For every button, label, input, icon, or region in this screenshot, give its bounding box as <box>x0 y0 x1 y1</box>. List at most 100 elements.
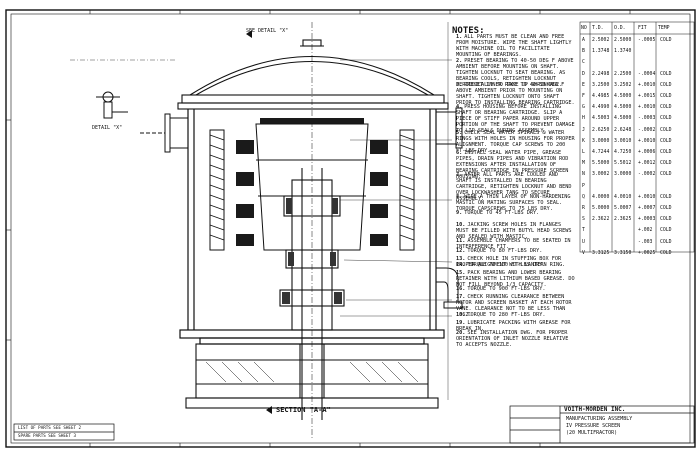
fit-table-grid <box>579 21 695 253</box>
fit-cell-id: P <box>582 183 585 189</box>
fit-cell-td: 2.3622 <box>592 217 610 223</box>
title-line-3: (20 MULTIFRACTOR) <box>566 430 618 436</box>
fit-cell-fit: +.0010 <box>638 194 656 200</box>
note-number: 5. <box>456 130 463 136</box>
fit-cell-fit: +.0015 <box>638 94 656 99</box>
fit-cell-fit: +.0010 <box>638 138 656 144</box>
note-text: WIPE A THIN LAYER OF NON-HARDENING MASTI… <box>456 194 571 213</box>
note-number: 2. <box>456 58 463 64</box>
fit-cell-od: 2.5000 <box>614 38 632 43</box>
bearing-hatch <box>282 198 342 304</box>
fit-cell-od: 4.0010 <box>614 194 632 200</box>
fit-cell-fit: +.0003 <box>638 217 656 223</box>
note-item: 2.PRESET BEARING TO 40-50 DEG F ABOVE AM… <box>456 58 576 88</box>
fit-table-header-fit: FIT <box>638 26 647 31</box>
parts-list-note: LIST OF PARTS SEE SHEET 2 <box>18 425 82 430</box>
fit-cell-id: L <box>582 150 585 155</box>
fit-cell-fit: -.0004 <box>638 71 656 77</box>
note-number: 19. <box>456 320 466 326</box>
fit-cell-od: 3.2502 <box>614 82 632 88</box>
fit-cell-td: 3.3125 <box>592 250 610 256</box>
fit-table-header-temp: TEMP <box>658 26 670 31</box>
fit-cell-od: 5.0007 <box>614 206 632 211</box>
fit-cell-od: 4.5000 <box>614 116 632 122</box>
fit-cell-od: 4.5000 <box>614 94 632 99</box>
fit-cell-temp: COLD <box>660 194 672 200</box>
fit-cell-temp: COLD <box>660 206 672 211</box>
note-item: 16.TORQUE TO 900 FT-LBS DRY. <box>456 286 576 292</box>
fit-cell-id: H <box>582 116 585 122</box>
note-item: 11.ASSEMBLE CHAMFERS TO BE SEATED IN INT… <box>456 238 576 250</box>
note-item: 18.TORQUE TO 280 FT-LBS DRY. <box>456 312 576 318</box>
fit-cell-od: 4.5000 <box>614 105 632 111</box>
note-number: 6. <box>456 150 463 156</box>
fit-cell-td: 2.5002 <box>592 38 610 43</box>
fit-table-header-td: T.D. <box>592 26 604 31</box>
detail-x-valve <box>70 59 175 119</box>
fit-cell-temp: COLD <box>660 38 672 43</box>
fit-cell-fit: -.0002 <box>638 172 656 178</box>
note-item: 10.JACKING SCREW HOLES IN FLANGES MUST B… <box>456 222 576 240</box>
note-text: CHECK RUNNING CLEARANCE BETWEEN ROTOR AN… <box>456 294 572 319</box>
note-item: 1.ALL PARTS MUST BE CLEAN AND FREE FROM … <box>456 34 576 58</box>
base-stand <box>185 343 439 409</box>
fit-cell-temp: COLD <box>660 127 672 133</box>
fit-cell-td: 1.3748 <box>592 49 610 55</box>
fit-cell-fit: -.0002 <box>638 127 656 133</box>
fit-cell-temp: COLD <box>660 239 672 245</box>
spare-parts-note: SPARE PARTS SEE SHEET 3 <box>18 433 76 438</box>
fit-cell-fit: +.0025 <box>638 250 656 256</box>
note-text: TORQUE TO 280 FT-LBS DRY. <box>467 312 546 318</box>
note-number: 9. <box>456 210 463 216</box>
note-item: 14.TORQUE TO 100 FT-LBS DRY. <box>456 262 576 268</box>
fit-cell-id: U <box>582 239 585 245</box>
note-item: 17.CHECK RUNNING CLEARANCE BETWEEN ROTOR… <box>456 294 576 318</box>
fit-cell-temp: COLD <box>660 138 672 144</box>
rotor-vanes <box>236 118 388 246</box>
note-item: 15.PACK BEARING AND LOWER BEARING RETAIN… <box>456 270 576 288</box>
note-text: PRESET INNER RACE TO 40-50 DEG F ABOVE A… <box>456 82 575 107</box>
accepts-nozzle <box>435 107 463 149</box>
fit-cell-id: C <box>582 60 585 66</box>
fit-cell-td: 5.5000 <box>592 161 610 167</box>
note-text: PRESS HOUSING BEFORE INSTALLING SHAFT OR… <box>456 104 575 135</box>
fit-cell-od: 1.3740 <box>614 49 632 55</box>
note-number: 20. <box>456 330 466 336</box>
fit-cell-od: 3.0010 <box>614 138 632 144</box>
fit-cell-td: 2.6250 <box>592 127 610 133</box>
note-number: 11. <box>456 238 466 244</box>
title-line-2: IV PRESSURE SCREEN <box>566 423 621 429</box>
fit-cell-td: 4.4985 <box>592 94 610 99</box>
fit-cell-id: Q <box>582 194 585 200</box>
note-text: TORQUE TO 80 FT-LBS DRY. <box>467 248 543 254</box>
fit-cell-temp: COLD <box>660 71 672 77</box>
title-line-1: MANUFACTURING ASSEMBLY <box>566 416 633 422</box>
fit-cell-temp: COLD <box>660 172 672 178</box>
section-marks <box>246 30 272 414</box>
fit-cell-temp: COLD <box>660 116 672 122</box>
zone-ticks <box>6 10 631 447</box>
fit-cell-fit: +.0006 <box>638 150 656 155</box>
note-item: 6.INSTALL SEAL WATER PIPE, GREASE PIPES,… <box>456 150 576 180</box>
fit-cell-od: 5.5012 <box>614 161 632 167</box>
fit-cell-fit: +.0010 <box>638 105 656 111</box>
note-item: 7.AFTER ALL PARTS ARE COOLED AND SHAFT I… <box>456 172 576 202</box>
fit-cell-id: T <box>582 228 585 234</box>
fit-cell-temp: COLD <box>660 217 672 223</box>
note-text: JACKING SCREW HOLES IN FLANGES MUST BE F… <box>456 222 572 241</box>
note-number: 7. <box>456 172 463 178</box>
fit-cell-fit: -.0005 <box>638 38 656 43</box>
note-number: 10. <box>456 222 466 228</box>
note-number: 8. <box>456 194 463 200</box>
inlet-nozzle <box>140 113 189 153</box>
note-text: TORQUE TO 100 FT-LBS DRY. <box>467 262 546 268</box>
fit-cell-fit: +.0012 <box>638 161 656 167</box>
note-text: LUBRICATE PACKING WITH GREASE FOR BREAK … <box>456 320 571 333</box>
top-cover <box>177 39 449 110</box>
fit-cell-temp: COLD <box>660 228 672 234</box>
fit-cell-td: 3.0002 <box>592 172 610 178</box>
fit-cell-id: A <box>582 38 585 43</box>
note-item: 13.CHECK HOLE IN STUFFING BOX FOR PROPER… <box>456 256 576 268</box>
